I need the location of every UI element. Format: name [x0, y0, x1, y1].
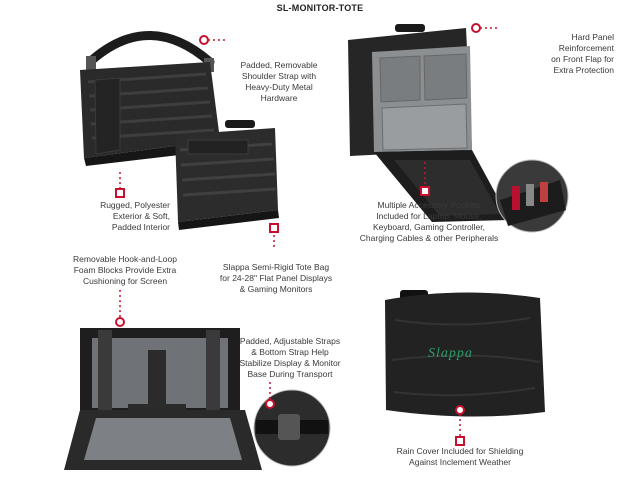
bag-with-monitor-image: [64, 328, 262, 470]
callout-foam-leader: [115, 290, 125, 327]
strap-buckle-detail-image: [253, 389, 331, 467]
product-title: SL-MONITOR-TOTE: [276, 3, 364, 13]
pocket-detail-image: [495, 159, 569, 233]
caption-adjustable-straps: Padded, Adjustable Straps & Bottom Strap…: [239, 336, 341, 379]
caption-tote-bag: Slappa Semi-Rigid Tote Bag for 24-28" Fl…: [219, 262, 333, 294]
slappa-logo: Slappa: [428, 346, 473, 361]
callout-straps-leader: [265, 382, 275, 409]
callout-tote-leader: [269, 223, 279, 248]
caption-rain-cover: Rain Cover Included for Shielding Agains…: [396, 446, 524, 467]
callout-rain-leader: [455, 405, 465, 446]
caption-exterior: Rugged, Polyester Exterior & Soft, Padde…: [100, 200, 170, 232]
rain-cover-image: [385, 290, 545, 417]
open-bag-image: [348, 24, 510, 222]
callout-hard-panel-leader: [471, 23, 498, 33]
caption-foam-blocks: Removable Hook-and-Loop Foam Blocks Prov…: [73, 254, 177, 286]
callout-strap-leader: [199, 35, 228, 45]
caption-accessory-pockets: Multiple Accessory Pockets Included for …: [359, 200, 499, 243]
tote-bag-image: [175, 120, 279, 230]
caption-shoulder-strap: Padded, Removable Shoulder Strap with He…: [240, 60, 318, 103]
caption-hard-panel: Hard Panel Reinforcement on Front Flap f…: [551, 32, 614, 75]
callout-exterior-leader: [115, 172, 125, 198]
callout-pockets-leader: [420, 162, 430, 196]
